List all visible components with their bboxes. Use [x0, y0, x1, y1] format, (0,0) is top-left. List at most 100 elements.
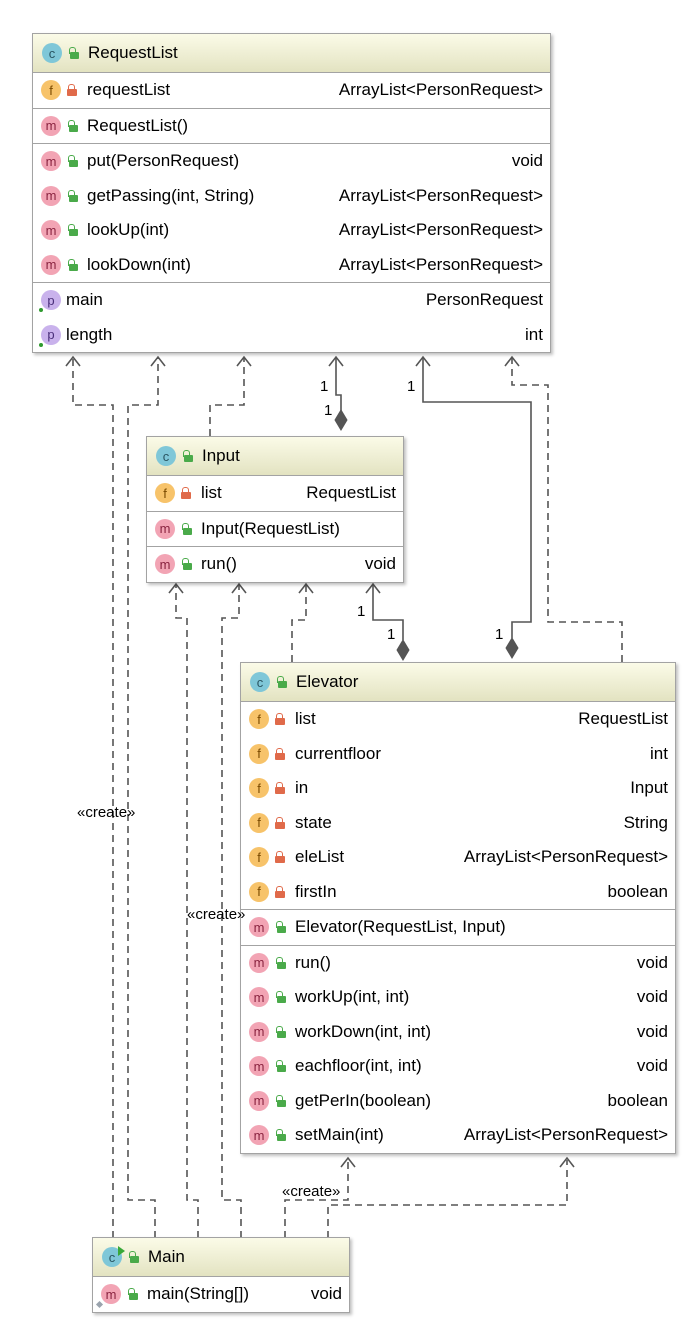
dependency-elevator-input: [291, 585, 307, 662]
member-type: boolean: [607, 881, 668, 901]
public-unlock-icon: [126, 1288, 138, 1301]
member-type: RequestList: [578, 709, 668, 729]
public-unlock-icon: [180, 558, 192, 571]
class-name: Input: [202, 446, 240, 465]
member-type: void: [310, 1284, 342, 1304]
member-type: int: [650, 743, 668, 763]
method-icon: m: [249, 987, 269, 1008]
composition-input-requestlist: [335, 358, 342, 412]
field-icon: f: [249, 743, 269, 764]
member-name: in: [295, 778, 309, 798]
create-stereotype-label: «create»: [282, 1183, 341, 1200]
private-lock-icon: [274, 816, 286, 829]
private-lock-icon: [180, 487, 192, 500]
method-icon: m: [155, 554, 175, 575]
public-unlock-icon: [127, 1251, 139, 1263]
field-icon: f: [249, 881, 269, 902]
create-stereotype-label: «create»: [77, 804, 136, 821]
multiplicity-label: 1: [324, 402, 333, 419]
composition-elevator-input: [372, 585, 404, 640]
private-lock-icon: [274, 885, 286, 898]
member-name: getPerIn(boolean): [295, 1090, 432, 1110]
class-name: RequestList: [88, 43, 178, 62]
property-icon: p: [39, 324, 61, 347]
dependency-main-elevator-1: [284, 1160, 349, 1238]
dependency-input-requestlist: [209, 358, 245, 436]
public-unlock-icon: [67, 47, 79, 59]
run-icon: [118, 1246, 125, 1256]
member-type: int: [525, 324, 543, 344]
member-type: ArrayList<PersonRequest>: [338, 185, 543, 205]
member-type: PersonRequest: [425, 290, 543, 310]
public-unlock-icon: [275, 676, 287, 688]
member-name: main: [66, 290, 103, 310]
field-icon: f: [155, 483, 175, 504]
member-currentfloor[interactable]: f currentfloor int: [241, 737, 675, 772]
public-unlock-icon: [66, 224, 78, 237]
class-icon: c: [156, 446, 176, 466]
private-lock-icon: [274, 747, 286, 760]
public-unlock-icon: [66, 155, 78, 168]
class-header[interactable]: c Input: [147, 437, 403, 476]
dependency-main-input-2: [221, 585, 242, 1238]
public-unlock-icon: [274, 956, 286, 969]
member-name: run(): [295, 952, 331, 972]
member-name: setMain(int): [295, 1125, 384, 1145]
method-icon: m: [95, 1284, 121, 1309]
dependency-main-requestlist-2: [127, 358, 159, 1238]
member-name: Input(RequestList): [201, 518, 340, 538]
member-type: void: [511, 151, 543, 171]
member-type: ArrayList<PersonRequest>: [338, 220, 543, 240]
public-unlock-icon: [66, 258, 78, 271]
member-name: currentfloor: [295, 743, 381, 763]
field-icon: f: [249, 847, 269, 868]
method-icon: m: [41, 151, 61, 172]
public-unlock-icon: [181, 450, 193, 462]
multiplicity-label: 1: [407, 378, 416, 395]
member-name: length: [66, 324, 113, 344]
member-name: requestList: [87, 80, 171, 100]
dependency-main-requestlist-1: [72, 358, 114, 1238]
method-icon: m: [249, 917, 269, 938]
public-unlock-icon: [274, 1060, 286, 1073]
field-icon: f: [249, 778, 269, 799]
member-name: list: [295, 709, 316, 729]
